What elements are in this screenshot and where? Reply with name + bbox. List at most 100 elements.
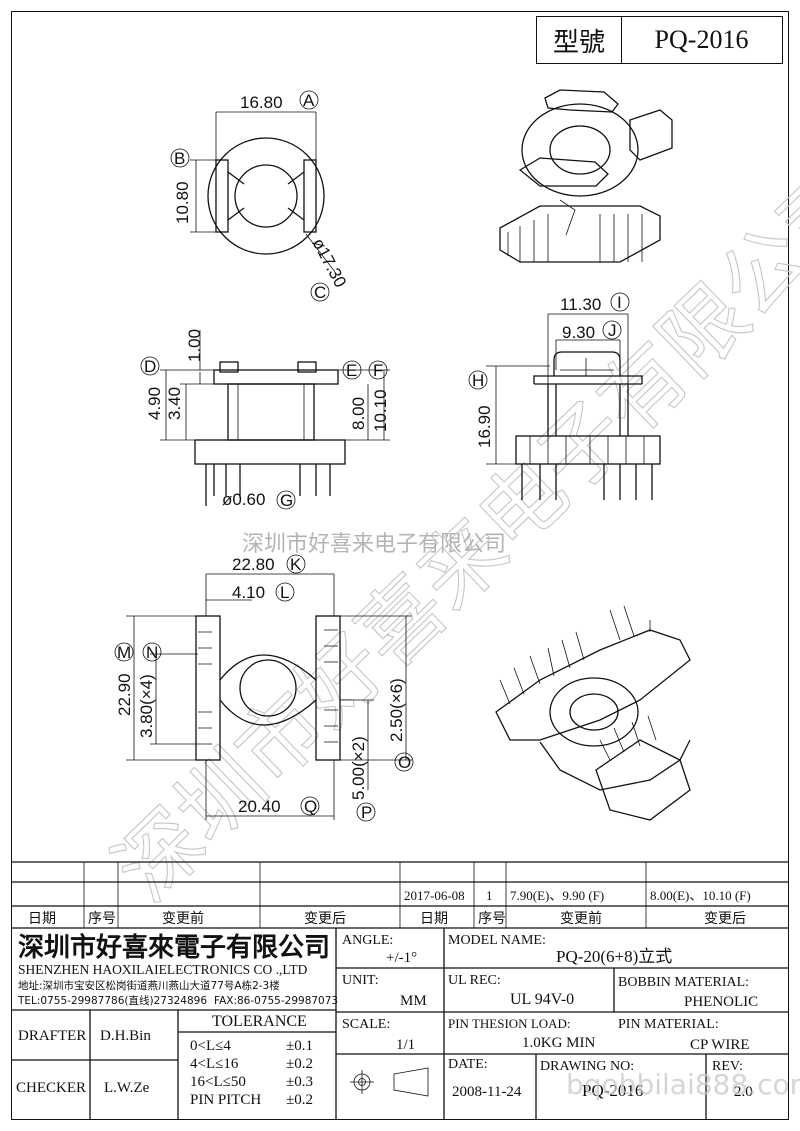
date-value: 2008-11-24 <box>452 1084 522 1100</box>
drawing-no-value: PQ-2016 <box>582 1081 643 1100</box>
rev-value: 2.0 <box>734 1084 753 1100</box>
top-view: 16.80 A 10.80 B ø17.30 C <box>170 90 350 302</box>
model-value: PQ-2016 <box>654 25 749 54</box>
label-q: Q <box>304 797 317 816</box>
tol-value-1: ±0.1 <box>286 1038 313 1054</box>
company-cn: 深圳市好喜來電子有限公司 <box>18 932 330 963</box>
label-m: M <box>117 643 131 662</box>
label-j: J <box>608 321 617 340</box>
label-b: B <box>174 149 185 168</box>
model-name-label: MODEL NAME: <box>448 933 546 948</box>
model-box: 型號 PQ-2016 <box>536 16 783 64</box>
iso-view-top <box>499 89 673 263</box>
rev-entry-after: 8.00(E)、10.10 (F) <box>650 888 751 903</box>
rev-entry-date: 2017-06-08 <box>404 888 465 903</box>
bobbin-material-label: BOBBIN MATERIAL: <box>618 975 749 990</box>
dim-e-value: 8.00 <box>349 397 368 430</box>
unit-value: MM <box>400 993 427 1009</box>
company-en: SHENZHEN HAOXILAIELECTRONICS CO .,LTD <box>18 962 308 977</box>
projection-symbol-icon <box>350 1067 429 1097</box>
date-label: DATE: <box>448 1057 488 1072</box>
company-fax: FAX:86-0755-29987073 <box>214 995 338 1007</box>
dim-b-value: 10.80 <box>173 181 192 224</box>
dim-f-value: 10.10 <box>371 389 390 432</box>
dim-a-value: 16.80 <box>240 93 283 112</box>
dim-q-value: 20.40 <box>238 797 281 816</box>
rev-header-after-2: 变更后 <box>704 911 746 927</box>
label-n: N <box>146 643 158 662</box>
rev-header-no-2: 序号 <box>478 911 506 927</box>
dim-h-value: 16.90 <box>475 405 494 448</box>
label-i: I <box>617 293 622 312</box>
pin-material-value: CP WIRE <box>690 1037 750 1053</box>
scale-label: SCALE: <box>342 1017 390 1032</box>
label-k: K <box>290 555 302 574</box>
dim-p-value: 5.00(×2) <box>349 736 368 800</box>
label-h: H <box>472 371 484 390</box>
label-l: L <box>280 583 289 602</box>
rev-header-date-1: 日期 <box>28 911 56 927</box>
drafter-value: D.H.Bin <box>100 1028 151 1044</box>
model-name-value: PQ-20(6+8)立式 <box>556 947 672 966</box>
rev-entry-before: 7.90(E)、9.90 (F) <box>510 888 604 903</box>
model-label: 型號 <box>537 17 622 63</box>
rev-header-before-1: 变更前 <box>162 910 204 927</box>
tol-value-3: ±0.3 <box>286 1074 313 1090</box>
tolerance-label: TOLERANCE <box>212 1013 307 1030</box>
label-e: E <box>346 361 357 380</box>
tol-range-2: 4<L≤16 <box>190 1056 239 1072</box>
dim-o-value: 2.50(×6) <box>387 678 406 742</box>
rev-header-no-1: 序号 <box>88 911 116 927</box>
company-address: 地址:深圳市宝安区松岗街道燕川燕山大道77号A栋2-3楼 <box>18 979 280 992</box>
iso-view-bottom <box>495 605 691 821</box>
pin-load-label: PIN THESION LOAD: <box>448 1016 571 1031</box>
scale-value: 1/1 <box>396 1037 415 1053</box>
side-view: 1.00 4.90 3.40 D 8.00 10.10 E F ø0.60 G <box>140 329 390 510</box>
bottom-view: 22.80 K 4.10 L 22.90 M 3.80(×4) N 2.50(×… <box>114 554 414 822</box>
label-f: F <box>373 361 383 380</box>
front-view: 11.30 I 9.30 J 16.90 H <box>468 292 661 500</box>
dim-d-value: 4.90 <box>145 387 164 420</box>
rev-header-after-1: 变更后 <box>304 911 346 927</box>
dim-l-value: 4.10 <box>232 583 265 602</box>
tol-value-4: ±0.2 <box>286 1092 313 1108</box>
ul-rec-value: UL 94V-0 <box>510 991 574 1008</box>
rev-header-date-2: 日期 <box>420 911 448 927</box>
checker-label: CHECKER <box>16 1080 86 1096</box>
revision-table: 2017-06-08 1 7.90(E)、9.90 (F) 8.00(E)、10… <box>11 861 789 929</box>
watermark: 深圳市好喜来电子有限公司 深圳市好喜来电子有限公司 <box>95 148 800 920</box>
angle-label: ANGLE: <box>342 933 393 948</box>
watermark-center: 深圳市好喜来电子有限公司 <box>242 532 506 557</box>
label-c: C <box>314 283 326 302</box>
rev-entry-no: 1 <box>486 888 493 903</box>
ul-rec-label: UL REC: <box>448 973 501 988</box>
label-g: G <box>280 491 293 510</box>
dim-m-value: 22.90 <box>115 673 134 716</box>
company-tel: TEL:0755-29987786(直线)27324896 <box>17 994 207 1007</box>
rev-label: REV: <box>712 1059 743 1074</box>
tol-range-4: PIN PITCH <box>190 1092 261 1108</box>
tol-range-3: 16<L≤50 <box>190 1074 246 1090</box>
angle-value: +/-1° <box>386 950 417 966</box>
unit-label: UNIT: <box>342 973 379 988</box>
bobbin-material-value: PHENOLIC <box>684 994 758 1010</box>
dim-k-value: 22.80 <box>232 555 275 574</box>
label-a: A <box>303 91 315 110</box>
tol-value-2: ±0.2 <box>286 1056 313 1072</box>
drafter-label: DRAFTER <box>18 1028 86 1044</box>
drawing-no-label: DRAWING NO: <box>540 1059 634 1074</box>
checker-value: L.W.Ze <box>104 1080 150 1096</box>
title-block: 深圳市好喜來電子有限公司 SHENZHEN HAOXILAIELECTRONIC… <box>11 928 800 1120</box>
pin-load-value: 1.0KG MIN <box>522 1035 595 1051</box>
dim-d1-value: 1.00 <box>185 329 204 362</box>
rev-header-before-2: 变更前 <box>560 910 602 927</box>
dim-n-value: 3.80(×4) <box>137 674 156 738</box>
label-p: P <box>361 803 372 822</box>
tol-range-1: 0<L≤4 <box>190 1038 231 1054</box>
site-watermark: bqobbilai888.com <box>566 1068 800 1101</box>
dim-i-value: 11.30 <box>560 295 601 314</box>
dim-g-value: ø0.60 <box>222 490 265 509</box>
label-o: O <box>398 753 411 772</box>
label-d: D <box>144 357 156 376</box>
dim-j-value: 9.30 <box>562 323 595 342</box>
